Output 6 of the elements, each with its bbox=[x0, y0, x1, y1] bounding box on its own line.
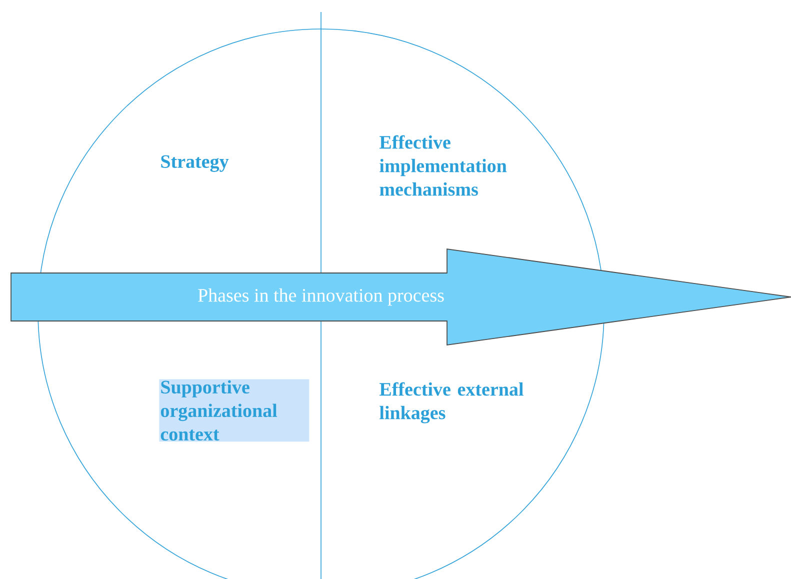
circle-outline bbox=[38, 28, 604, 579]
quadrant-label: Strategy bbox=[161, 155, 229, 172]
quadrant-label: Effective implementation mechanisms bbox=[380, 135, 507, 196]
arrow-banner: Phases in the innovation process bbox=[10, 248, 791, 346]
quadrant-label: Effective external linkages bbox=[380, 382, 524, 424]
quadrant-label: Supportive organizational context bbox=[159, 379, 310, 442]
